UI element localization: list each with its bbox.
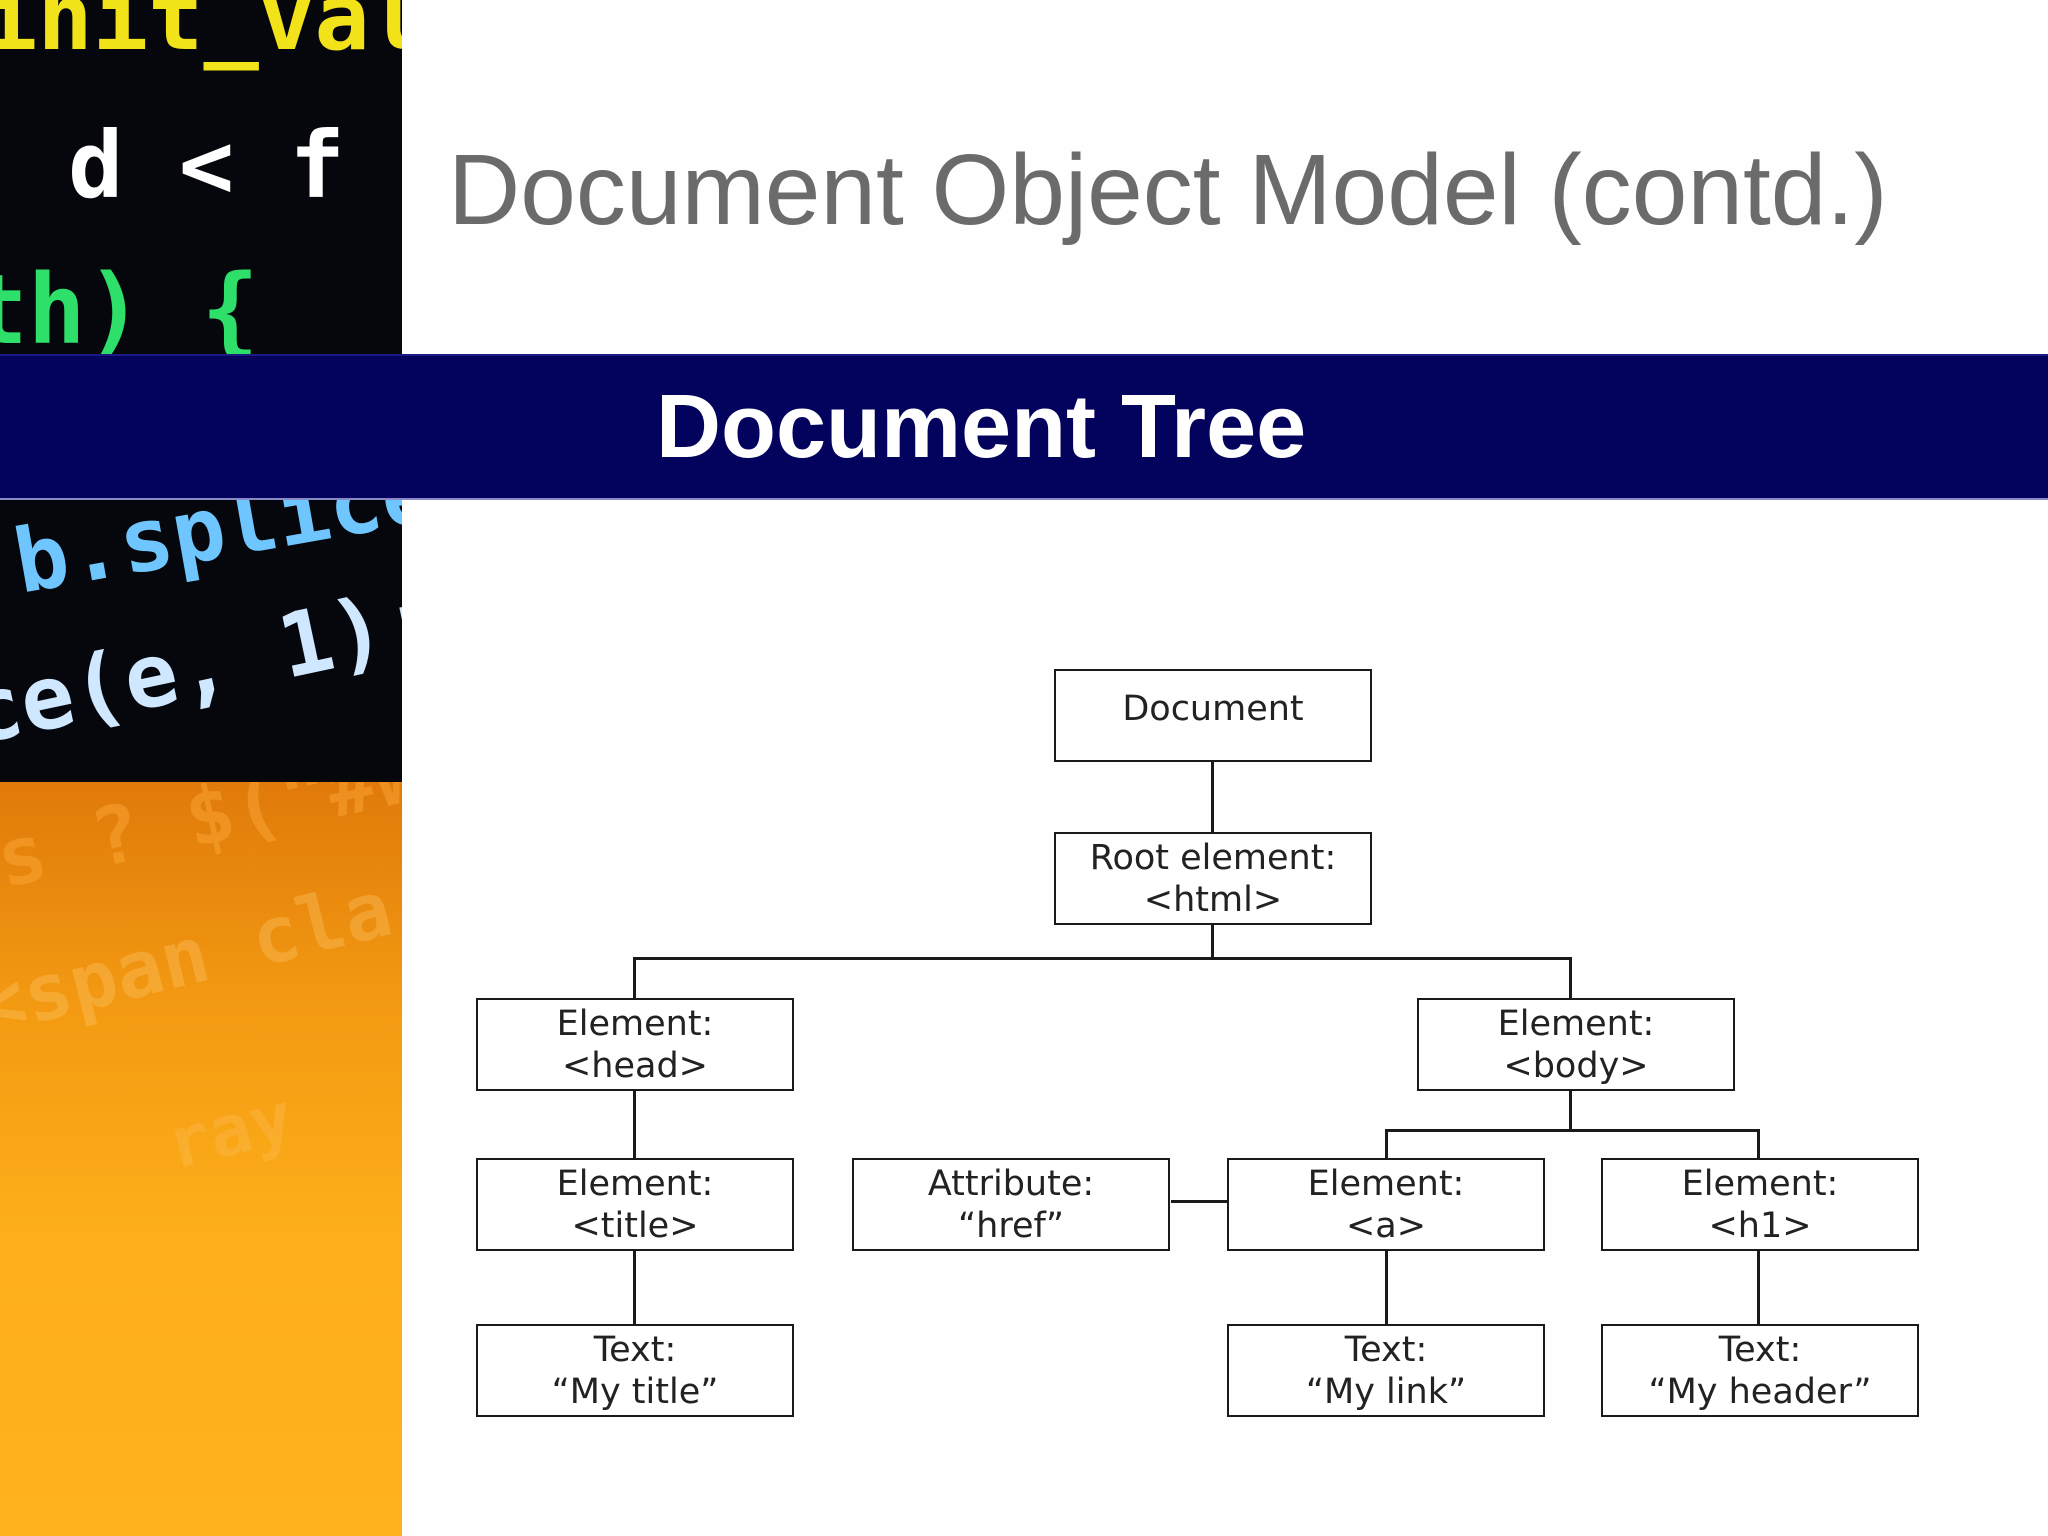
code-line: d < f && xyxy=(68,112,402,219)
node-label: Text: xyxy=(593,1329,677,1370)
connector-line xyxy=(1211,762,1214,832)
node-label: Element: xyxy=(1307,1163,1465,1204)
connector-line xyxy=(1385,1129,1388,1159)
node-a: Element: <a> xyxy=(1227,1158,1545,1251)
node-text-title: Text: “My title” xyxy=(476,1324,794,1417)
node-value: <head> xyxy=(561,1045,709,1086)
node-label: Root element: xyxy=(1089,837,1337,878)
connector-line xyxy=(633,1090,636,1159)
node-value: <title> xyxy=(571,1205,699,1246)
node-text-header: Text: “My header” xyxy=(1601,1324,1919,1417)
connector-line xyxy=(1385,1129,1760,1132)
node-label: Element: xyxy=(556,1003,714,1044)
node-h1: Element: <h1> xyxy=(1601,1158,1919,1251)
node-label: Attribute: xyxy=(927,1163,1095,1204)
node-value: <a> xyxy=(1345,1205,1427,1246)
node-label: Element: xyxy=(1497,1003,1655,1044)
node-document: Document xyxy=(1054,669,1372,762)
node-text-link: Text: “My link” xyxy=(1227,1324,1545,1417)
connector-line xyxy=(1171,1200,1228,1203)
connector-line xyxy=(1569,957,1572,999)
node-root-element: Root element: <html> xyxy=(1054,832,1372,925)
connector-line xyxy=(1569,1090,1572,1131)
faded-code-line: <span cla xyxy=(0,863,401,1054)
node-label: Element: xyxy=(1681,1163,1839,1204)
node-value: <h1> xyxy=(1708,1205,1812,1246)
node-body: Element: <body> xyxy=(1417,998,1735,1091)
node-value: <body> xyxy=(1503,1045,1649,1086)
code-line: init_val ) xyxy=(0,0,402,71)
node-label: Element: xyxy=(556,1163,714,1204)
connector-line xyxy=(1757,1250,1760,1325)
node-head: Element: <head> xyxy=(476,998,794,1091)
section-banner: Document Tree xyxy=(0,354,2048,500)
node-attribute-href: Attribute: “href” xyxy=(852,1158,1170,1251)
node-value: “My link” xyxy=(1305,1371,1467,1412)
connector-line xyxy=(633,957,1572,960)
node-value: “href” xyxy=(958,1205,1064,1246)
faded-code-line: ray xyxy=(158,1075,302,1186)
orange-gradient-background: s ? $("#wo <span cla ray xyxy=(0,782,402,1536)
node-value: <html> xyxy=(1143,879,1283,920)
slide-title: Document Object Model (contd.) xyxy=(448,134,1888,246)
node-label: Document xyxy=(1122,688,1304,729)
connector-line xyxy=(1757,1129,1760,1159)
connector-line xyxy=(1211,924,1214,959)
connector-line xyxy=(1385,1250,1388,1325)
node-title: Element: <title> xyxy=(476,1158,794,1251)
node-value: “My header” xyxy=(1648,1371,1872,1412)
banner-title: Document Tree xyxy=(656,377,1307,477)
code-background-image: init_val ) d < f && th) { b.splice( ce(e… xyxy=(0,0,402,1536)
connector-line xyxy=(633,1250,636,1325)
node-value: “My title” xyxy=(551,1371,719,1412)
node-label: Text: xyxy=(1344,1329,1428,1370)
node-label: Text: xyxy=(1718,1329,1802,1370)
code-line: th) { xyxy=(0,254,259,366)
connector-line xyxy=(633,957,636,999)
